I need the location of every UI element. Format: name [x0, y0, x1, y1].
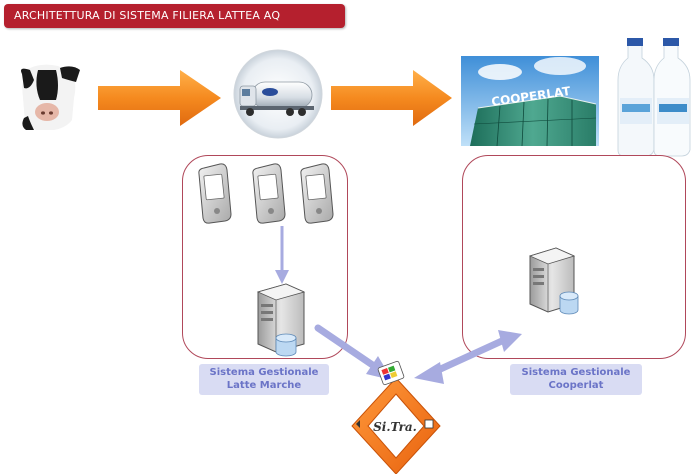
label-line-1: Sistema Gestionale	[209, 367, 319, 378]
flow-arrow-2	[331, 70, 452, 126]
diagram-title: ARCHITETTURA DI SISTEMA FILIERA LATTEA A…	[14, 9, 281, 22]
database-icon	[559, 291, 579, 315]
cooperlat-sitra-bidirectional-arrow	[414, 330, 522, 384]
handheld-device-icon	[252, 163, 286, 224]
sitra-hub-label: Si.Tra.	[373, 420, 417, 434]
milk-bottles-image	[612, 36, 691, 158]
label-line-1: Sistema Gestionale	[521, 367, 631, 378]
cooperlat-system-label: Sistema Gestionale Cooperlat	[510, 364, 642, 395]
cow-image	[18, 64, 80, 130]
title-bar: ARCHITETTURA DI SISTEMA FILIERA LATTEA A…	[4, 4, 345, 28]
database-icon	[275, 333, 297, 357]
label-line-2: Cooperlat	[548, 380, 604, 391]
milk-truck-image	[233, 49, 323, 139]
label-line-2: Latte Marche	[226, 380, 302, 391]
cooperlat-building-image: COOPERLAT	[461, 56, 599, 147]
device-to-server-arrow	[275, 226, 289, 284]
handheld-device-icon	[300, 163, 334, 224]
sitra-hub	[351, 360, 441, 474]
latte-marche-system-label: Sistema Gestionale Latte Marche	[199, 364, 329, 395]
flow-arrow-1	[98, 70, 221, 126]
handheld-device-icon	[198, 163, 232, 224]
